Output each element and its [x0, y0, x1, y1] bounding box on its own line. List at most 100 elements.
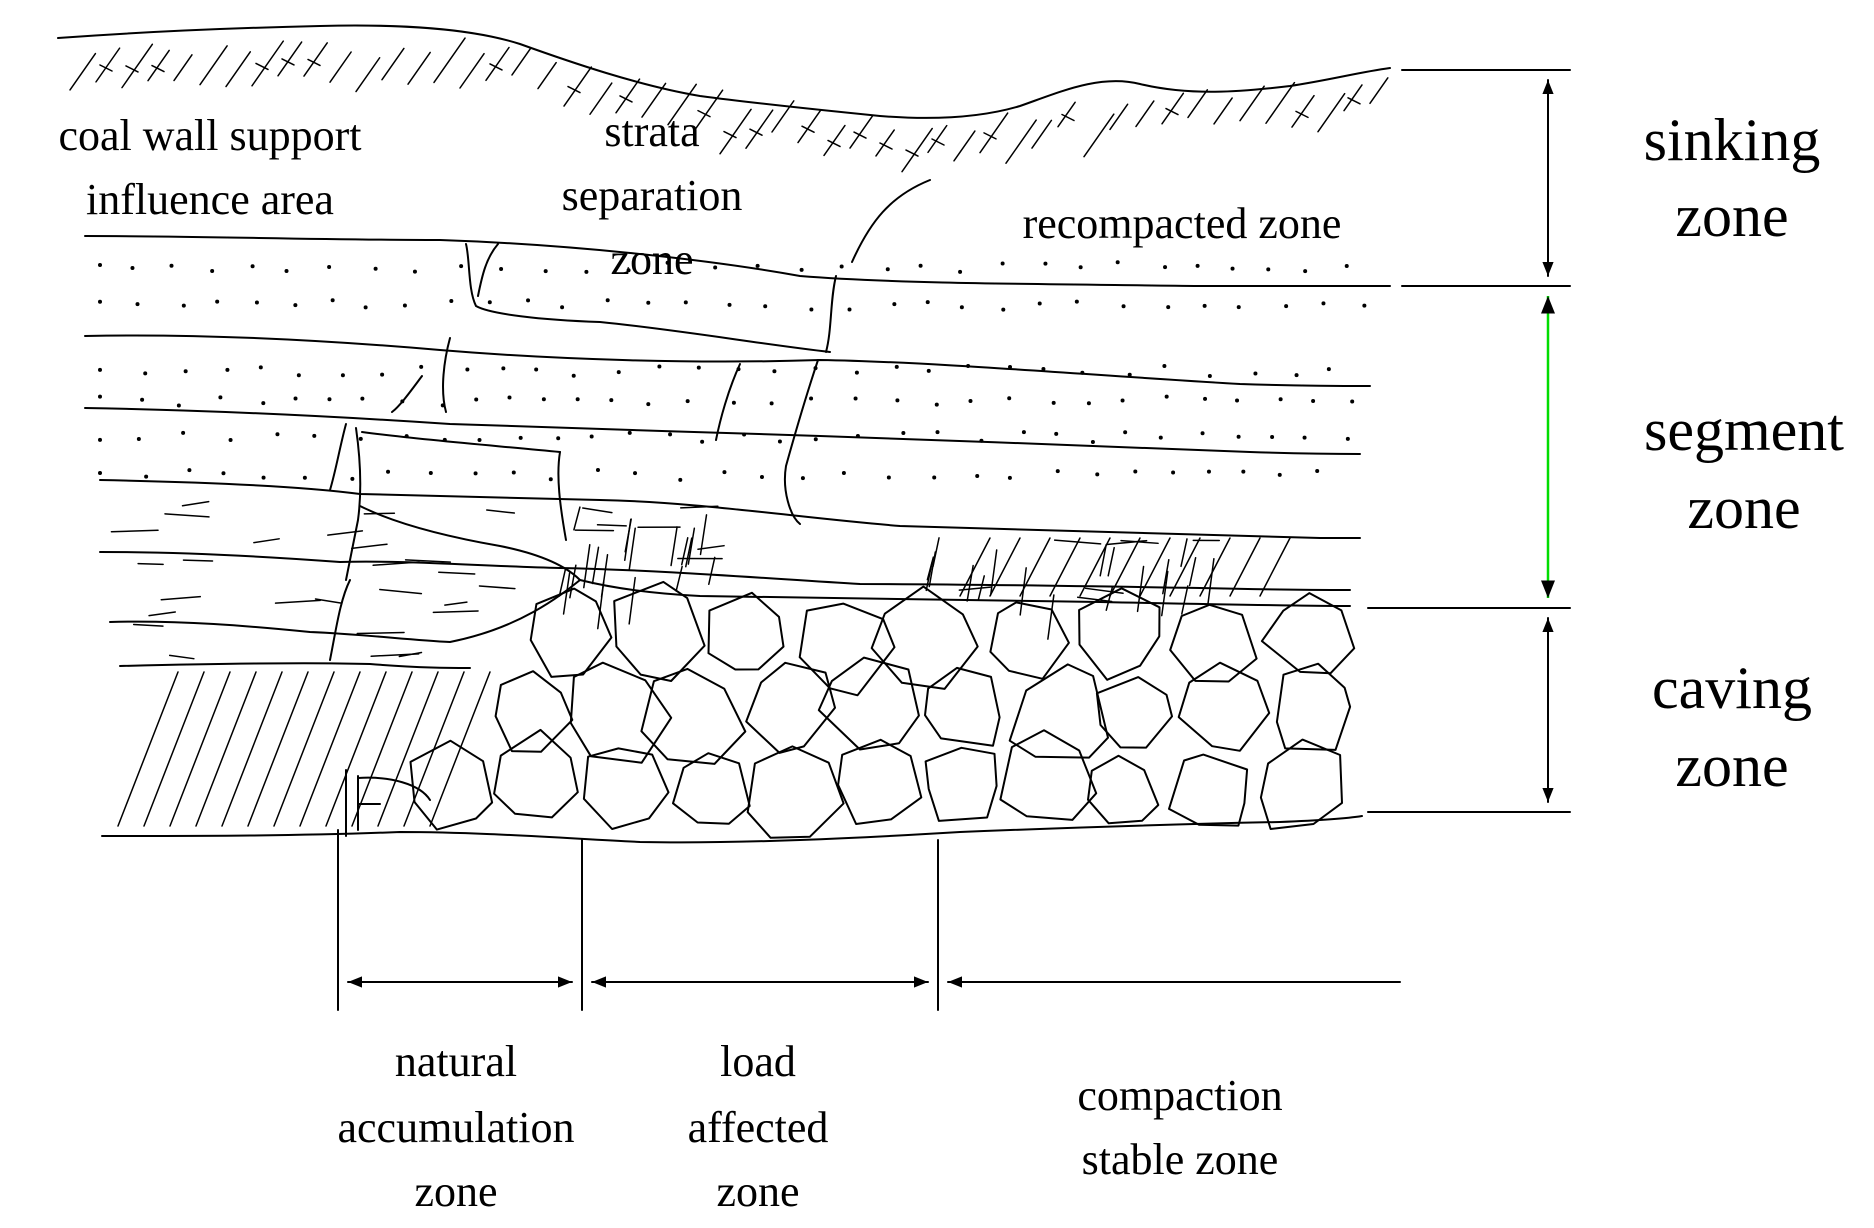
sand-dot [254, 300, 259, 305]
shale-hatch [1049, 537, 1081, 597]
sand-dot [657, 364, 662, 369]
sand-dot [959, 305, 964, 310]
shale-dash [356, 631, 405, 635]
sand-dot [293, 396, 298, 401]
sand-dot [330, 298, 335, 303]
shale-dash [675, 565, 683, 592]
sinking-label-2: zone [1675, 183, 1788, 249]
hatch-tick [1295, 110, 1309, 119]
sand-dot [548, 477, 553, 482]
rock-fragment [924, 746, 998, 822]
sand-dot [327, 397, 332, 402]
shale-dash [182, 559, 214, 562]
hatch-stroke [1187, 89, 1209, 119]
hatch-stroke [1369, 77, 1389, 105]
hatch-stroke [1291, 94, 1315, 128]
rock-fragment [999, 729, 1098, 821]
sand-dot [722, 470, 727, 475]
shale-dash [160, 595, 202, 601]
sand-dot [1166, 305, 1171, 310]
shale-hatch [1079, 537, 1111, 597]
shale-dash [596, 523, 627, 527]
seam-hatch-line [273, 671, 335, 827]
hatch-stroke [433, 37, 466, 84]
sand-dot [925, 300, 930, 305]
sand-dot [98, 299, 102, 304]
sand-dot [934, 402, 939, 407]
shale-hatch [1139, 537, 1171, 597]
sand-dot [894, 364, 899, 369]
sand-dot [302, 475, 307, 480]
sand-dot [380, 372, 385, 377]
hatch-stroke [69, 52, 97, 91]
hatch-stroke [1005, 119, 1037, 164]
sand-dot [713, 265, 718, 270]
sand-dot [571, 373, 576, 378]
sand-dot [412, 269, 417, 274]
caving-label-1: caving [1652, 655, 1812, 721]
shale-hatch [959, 537, 991, 597]
sand-dot [440, 403, 445, 408]
hatch-stroke [251, 40, 285, 87]
rock-fragment [870, 585, 979, 690]
sand-dot [809, 396, 814, 401]
hatch-stroke [849, 115, 874, 149]
hatch-tick [307, 58, 321, 67]
sand-dot [855, 433, 860, 438]
sand-dot [1277, 472, 1282, 477]
sand-dot [1086, 401, 1091, 406]
sand-dot [763, 304, 768, 309]
sand-dot [1164, 394, 1169, 399]
hatch-tick [99, 64, 113, 72]
sand-dot [759, 475, 764, 480]
sand-dot [135, 302, 140, 307]
sand-dot [350, 476, 355, 481]
sand-dot [799, 267, 804, 272]
sand-dot [140, 397, 145, 402]
sand-dot [1121, 304, 1126, 309]
sand-dot [646, 402, 651, 407]
recompacted-label: recompacted zone [1023, 199, 1342, 248]
shale-dash [932, 537, 940, 568]
shale-dash [1076, 596, 1113, 603]
seam-hatch-line [143, 671, 205, 827]
sand-dot [1362, 303, 1367, 308]
sand-dot [400, 399, 405, 404]
sand-dot [1008, 364, 1013, 369]
sand-dot [526, 298, 531, 303]
sand-dot [1278, 397, 1283, 402]
sand-dot [668, 432, 673, 437]
sand-dot [181, 303, 186, 308]
rock-fragment [493, 728, 579, 819]
shale-dash [1161, 570, 1169, 617]
shale-dash [624, 518, 632, 562]
hatch-stroke [875, 129, 895, 157]
natural-label-1: natural [395, 1037, 517, 1086]
hatch-tick [281, 58, 295, 66]
sand-dot [1000, 261, 1005, 266]
shale-dash [253, 538, 280, 544]
shale-dash [670, 526, 678, 567]
sand-dot [1041, 367, 1046, 372]
hatch-tick [905, 149, 919, 157]
sand-dot [442, 437, 447, 442]
hatch-stroke [485, 46, 510, 82]
sand-dot [1266, 267, 1271, 272]
sand-dot [404, 434, 409, 439]
shale-dash [137, 562, 164, 566]
rock-fragment [1078, 587, 1161, 681]
hatch-stroke [979, 112, 1009, 154]
sand-dot [777, 439, 782, 444]
hatch-tick [1165, 107, 1179, 116]
sand-dot [1350, 399, 1355, 404]
sand-dot [1163, 265, 1168, 270]
hatch-tick [489, 63, 503, 71]
sand-dot [813, 366, 818, 371]
sand-dot [144, 474, 149, 479]
rock-fragment [1095, 676, 1173, 749]
shale-dash [1136, 565, 1145, 613]
shale-dash [591, 546, 600, 585]
sand-dot [895, 398, 900, 403]
sand-dot [534, 367, 539, 372]
